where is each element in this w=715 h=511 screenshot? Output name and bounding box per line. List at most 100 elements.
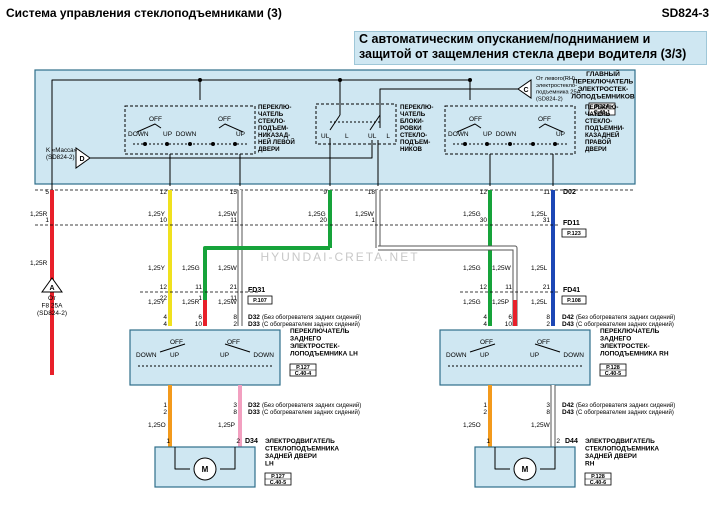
right-switch-contact-3 (531, 142, 535, 146)
connector-fd11: FD11 (563, 220, 580, 227)
left-switch-down-m: DOWN (176, 131, 197, 138)
connector-c-marker (517, 79, 532, 99)
d33-pin-10: 10 (195, 321, 203, 328)
right-switch-contact-4 (553, 142, 557, 146)
rear-rh-switch-label-line-0: ПЕРЕКЛЮЧАТЕЛЬ (600, 328, 660, 335)
lh-motor-motor-symbol (193, 457, 217, 481)
fd31-pin-22: 22 (160, 295, 168, 302)
label-y-1: 1,25Y (148, 211, 166, 218)
left-switch-frame (124, 105, 256, 155)
lh-motor-label-line-1: СТЕКЛОПОДЪЕМНИКА (265, 446, 339, 453)
d43-note: (С обогревателем задних сидений) (576, 321, 674, 328)
lock-switch-label-line-4: СТЕКЛО- (400, 132, 427, 139)
rear-rh-switch-label-line-1: ЗАДНЕГО (600, 336, 631, 343)
main-switch-label-line-2: ЭЛЕКТРОСТЕК- (578, 86, 628, 93)
left-switch-label-line-2: СТЕКЛО- (258, 118, 285, 125)
label-g-4: 1,25G (463, 265, 481, 272)
left-switch-lever-r (218, 123, 244, 133)
lock-switch-frame (315, 103, 397, 145)
d42-pin-6: 6 (508, 314, 512, 321)
right-switch-down-m: DOWN (496, 131, 517, 138)
left-switch-label-line-3: ПОДЪЕМ- (258, 125, 288, 132)
right-switch-label-line-2: СТЕКЛО- (585, 118, 612, 125)
d32-label: D32 (248, 314, 260, 321)
rear-lh-switch-box (129, 329, 281, 386)
watermark: HYUNDAI-CRETA.NET (260, 250, 419, 264)
left-switch-lever-l (136, 123, 162, 133)
label-w-3: 1,25W (218, 265, 238, 272)
label-g-1: 1,25G (308, 211, 326, 218)
main-pin-5: 12 (480, 189, 488, 196)
right-switch-lever-r (538, 123, 564, 133)
left-switch-label-line-6: ДВЕРИ (258, 146, 280, 153)
right-switch-off-l: OFF (469, 116, 482, 123)
fd31-ref-box (247, 295, 273, 305)
rh-motor-conn: D44 (565, 438, 578, 445)
label-l-2: 1,25L (531, 265, 548, 272)
label-g-2: 1,25G (463, 211, 481, 218)
fd31-pin-21: 21 (230, 284, 238, 291)
label-w-5: 1,25W (218, 299, 238, 306)
rear-rh-switch-ref-code: C.40-5 (605, 371, 622, 377)
label-y-3: 1,25Y (148, 299, 166, 306)
rh-motor-label-line-3: RH (585, 461, 595, 468)
label-y-2: 1,25Y (148, 265, 166, 272)
lh-motor-pin-1: 1 (166, 438, 170, 445)
left-switch-off-r: OFF (218, 116, 231, 123)
diagram-code: SD824-3 (661, 6, 709, 20)
page-title: Система управления стеклоподъемниками (3… (6, 6, 282, 20)
left-switch-down-l: DOWN (128, 131, 149, 138)
rh-motor-wire-a (494, 447, 510, 470)
main-pin-1: 12 (160, 189, 168, 196)
rh-motor-pin-2: 2 (556, 438, 560, 445)
rear-rh-switch-up-l: UP (480, 352, 489, 359)
lh-motor-label-line-0: ЭЛЕКТРОДВИГАТЕЛЬ (265, 438, 335, 445)
d42-pin-4: 4 (483, 314, 487, 321)
rear-lh-switch-label-line-0: ПЕРЕКЛЮЧАТЕЛЬ (290, 328, 350, 335)
rear-lh-switch-off-r: OFF (227, 339, 240, 346)
ground-line (90, 140, 373, 159)
fd11-ref-box (561, 228, 587, 238)
d43-low-pin-8: 8 (546, 409, 550, 416)
lock-switch-l-1: L (345, 133, 349, 140)
d43-low-note: (С обогревателем задних сидений) (576, 409, 674, 416)
label-l-1: 1,25L (531, 211, 548, 218)
d32-low-label: D32 (248, 402, 260, 409)
rh-motor-label-line-2: ЗАДНЕЙ ДВЕРИ (585, 451, 637, 460)
fd31-pin-1: 1 (198, 295, 202, 302)
d32-low-pin-3: 3 (233, 402, 237, 409)
lh-motor-label-line-3: LH (265, 461, 274, 468)
from-rh-label-line-1: электростекло- (536, 83, 577, 89)
lh-motor-conn: D34 (245, 438, 258, 445)
right-switch-contact-0 (463, 142, 467, 146)
d42-note: (Без обогревателя задних сидений) (576, 314, 675, 321)
connector-d-marker (75, 147, 91, 169)
fuse-a-label-line-0: От (48, 295, 56, 302)
rear-rh-switch-ref-page: P.128 (606, 365, 620, 371)
connector-a-marker (41, 277, 63, 293)
rh-motor-motor-symbol (513, 457, 537, 481)
lock-switch-label-line-1: ЧАТЕЛЬ (400, 111, 426, 118)
fd41-pin-11: 11 (505, 284, 512, 291)
rear-lh-switch-label-line-1: ЗАДНЕГО (290, 336, 321, 343)
label-r-2: 1,25R (30, 260, 48, 267)
rear-lh-switch-lever-l (159, 343, 186, 353)
d33-pin-2: 2 (233, 321, 237, 328)
lock-switch-label-line-5: ПОДЪЕМ- (400, 139, 430, 146)
rh-motor-label-line-1: СТЕКЛОПОДЪЕМНИКА (585, 446, 659, 453)
main-pin-3: 9 (323, 189, 327, 196)
fd11-pin-top-3: 20 (320, 217, 328, 224)
rear-rh-switch-up-r: UP (530, 352, 539, 359)
fd31-pin-11: 11 (195, 284, 202, 291)
d32-pin-8: 8 (233, 314, 237, 321)
rear-rh-switch-down-r: DOWN (563, 352, 584, 359)
right-switch-label-line-6: ДВЕРИ (585, 146, 607, 153)
rear-rh-switch-off-l: OFF (480, 339, 493, 346)
label-o-2: 1,25O (463, 422, 481, 429)
main-bus-left (51, 79, 201, 190)
from-rh-label-line-2: подъемника 25A (536, 90, 581, 96)
from-rh-label-line-0: От левого(RH) (536, 76, 575, 82)
fd11-pin-top-4: 1 (371, 217, 375, 224)
right-switch-contact-1 (485, 142, 489, 146)
